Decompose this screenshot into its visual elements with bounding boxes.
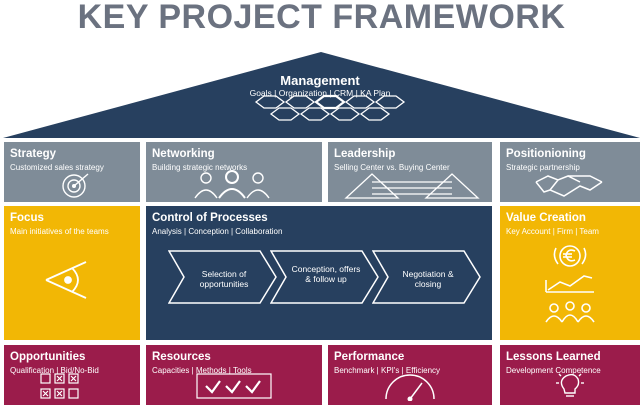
opportunities-subtitle: Qualification | Bid/No-Bid <box>10 366 99 375</box>
process-arrow-3 <box>372 250 481 304</box>
leadership-title: Leadership <box>334 148 396 160</box>
framework-title: KEY PROJECT FRAMEWORK <box>77 0 566 36</box>
control-title: Control of Processes <box>152 212 268 224</box>
networking-title: Networking <box>152 148 215 160</box>
focus-box: Focus Main initiatives of the teams <box>4 206 140 340</box>
lessons-learned-box: Lessons Learned Development Competence <box>500 345 640 405</box>
process-step-3: Negotiation & closing <box>402 269 454 289</box>
management-title: Management <box>280 73 360 88</box>
positioning-box: Positionioning Strategic partnership <box>500 142 640 202</box>
strategy-subtitle: Customized sales strategy <box>10 163 104 172</box>
opportunities-title: Opportunities <box>10 351 86 363</box>
performance-subtitle: Benchmark | KPI's | Efficiency <box>334 366 441 375</box>
resources-box: Resources Capacities | Methods | Tools <box>146 345 322 405</box>
euro-growth-icon <box>545 245 595 323</box>
management-subtitle: Goals | Organization | CRM | KA Plan <box>249 88 391 98</box>
control-box: Control of Processes Analysis | Concepti… <box>146 206 492 340</box>
target-icon <box>62 173 89 198</box>
checklist-grid-icon <box>40 373 79 399</box>
resources-subtitle: Capacities | Methods | Tools <box>152 366 252 375</box>
process-arrow-1 <box>168 250 277 304</box>
lessons-learned-title: Lessons Learned <box>506 351 601 363</box>
strategy-title: Strategy <box>10 148 57 160</box>
checkmarks-icon <box>196 373 272 399</box>
networking-box: Networking Building strategic networks <box>146 142 322 202</box>
gauge-icon <box>385 374 435 401</box>
opportunities-box: Opportunities Qualification | Bid/No-Bid <box>4 345 140 405</box>
focus-subtitle: Main initiatives of the teams <box>10 227 109 236</box>
leadership-subtitle: Selling Center vs. Buying Center <box>334 163 450 172</box>
handshake-icon <box>535 175 603 197</box>
value-creation-box: Value Creation Key Account | Firm | Team <box>500 206 640 340</box>
performance-box: Performance Benchmark | KPI's | Efficien… <box>328 345 492 405</box>
positioning-subtitle: Strategic partnership <box>506 163 580 172</box>
process-arrow-2 <box>270 250 379 304</box>
strategy-box: Strategy Customized sales strategy <box>4 142 140 202</box>
focus-title: Focus <box>10 212 44 224</box>
performance-title: Performance <box>334 351 405 363</box>
process-step-1: Selection of opportunities <box>199 269 249 289</box>
networking-subtitle: Building strategic networks <box>152 163 248 172</box>
eye-icon <box>45 261 87 299</box>
process-step-2: Conception, offers & follow up <box>291 264 361 284</box>
lightbulb-icon <box>556 373 584 397</box>
control-subtitle: Analysis | Conception | Collaboration <box>152 227 283 236</box>
roof-shape <box>3 52 640 138</box>
lessons-learned-subtitle: Development Competence <box>506 366 601 375</box>
resources-title: Resources <box>152 351 211 363</box>
people-icon <box>194 170 270 199</box>
positioning-title: Positionioning <box>506 148 586 160</box>
value-creation-title: Value Creation <box>506 212 586 224</box>
triangles-icon <box>344 173 480 199</box>
leadership-box: Leadership Selling Center vs. Buying Cen… <box>328 142 492 202</box>
value-creation-subtitle: Key Account | Firm | Team <box>506 227 599 236</box>
